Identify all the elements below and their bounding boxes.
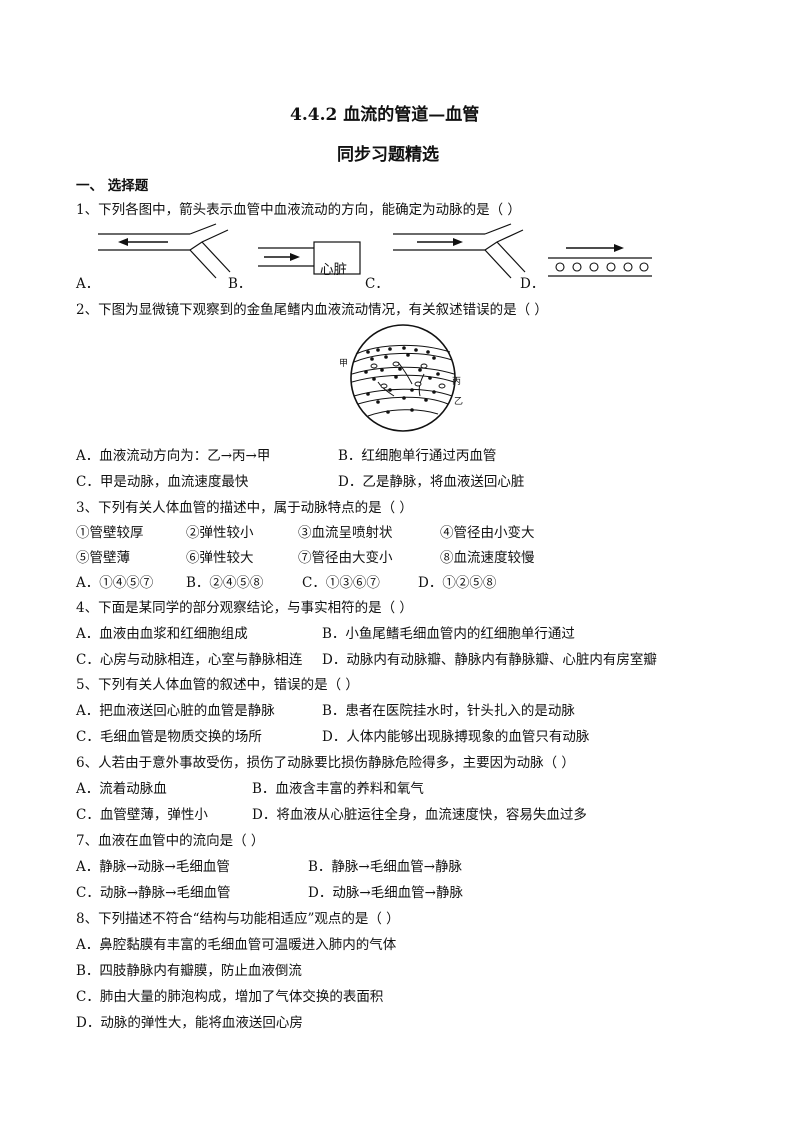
q1-heart-label: 心脏 bbox=[320, 262, 347, 278]
q1-stem: 1、下列各图中，箭头表示血管中血液流动的方向，能确定为动脉的是（ ） bbox=[76, 202, 521, 218]
page-subtitle: 同步习题精选 bbox=[337, 145, 439, 165]
q5-option-a: A．把血液送回心脏的血管是静脉 bbox=[76, 703, 275, 719]
q3-item: ⑥弹性较大 bbox=[186, 550, 254, 566]
q3-option-a: A．①④⑤⑦ bbox=[76, 575, 154, 591]
q8-option-d: D．动脉的弹性大，能将血液送回心房 bbox=[76, 1015, 303, 1031]
q2-option-d: D．乙是静脉，将血液送回心脏 bbox=[338, 474, 525, 490]
q3-item: ⑤管壁薄 bbox=[76, 550, 130, 566]
q8-option-a: A．鼻腔黏膜有丰富的毛细血管可温暖进入肺内的气体 bbox=[76, 937, 397, 953]
q5-stem: 5、下列有关人体血管的叙述中，错误的是（ ） bbox=[76, 677, 359, 693]
q1-label-c: C． bbox=[365, 276, 389, 292]
q3-option-b: B．②④⑤⑧ bbox=[186, 575, 264, 591]
q1-figure-d bbox=[548, 244, 652, 277]
q7-option-a: A．静脉→动脉→毛细血管 bbox=[76, 859, 230, 875]
q6-option-c: C．血管壁薄，弹性小 bbox=[76, 807, 208, 823]
q3-item: ①管壁较厚 bbox=[76, 525, 144, 541]
q1-figure-a bbox=[98, 223, 231, 279]
q3-item: ③血流呈喷射状 bbox=[298, 525, 393, 541]
q3-item: ⑦管径由大变小 bbox=[298, 550, 393, 566]
q6-option-d: D．将血液从心脏运往全身，血流速度快，容易失血过多 bbox=[252, 807, 587, 823]
q4-option-a: A．血液由血浆和红细胞组成 bbox=[76, 626, 248, 642]
q2-option-a: A．血液流动方向为：乙→丙→甲 bbox=[76, 448, 271, 464]
q5-option-c: C．毛细血管是物质交换的场所 bbox=[76, 729, 262, 745]
q7-option-c: C．动脉→静脉→毛细血管 bbox=[76, 885, 231, 901]
q2-option-b: B．红细胞单行通过丙血管 bbox=[338, 448, 497, 464]
q4-option-c: C．心房与动脉相连，心室与静脉相连 bbox=[76, 652, 303, 668]
q8-option-c: C．肺由大量的肺泡构成，增加了气体交换的表面积 bbox=[76, 989, 384, 1005]
q3-item: ②弹性较小 bbox=[186, 525, 254, 541]
q5-option-d: D．人体内能够出现脉搏现象的血管只有动脉 bbox=[322, 729, 590, 745]
q6-option-a: A．流着动脉血 bbox=[76, 781, 167, 797]
q2-label-jia: 甲 bbox=[339, 359, 349, 369]
q1-label-d: D． bbox=[520, 276, 545, 292]
q1-label-a: A． bbox=[76, 276, 100, 292]
q1-figure-b bbox=[258, 241, 361, 275]
q6-stem: 6、人若由于意外事故受伤，损伤了动脉要比损伤静脉危险得多，主要因为动脉（ ） bbox=[76, 755, 575, 771]
q3-item: ⑧血流速度较慢 bbox=[440, 550, 535, 566]
q1-label-b: B． bbox=[228, 276, 252, 292]
q2-stem: 2、下图为显微镜下观察到的金鱼尾鳍内血液流动情况，有关叙述错误的是（ ） bbox=[76, 302, 548, 318]
q7-option-d: D．动脉→毛细血管→静脉 bbox=[308, 885, 463, 901]
q8-option-b: B．四肢静脉内有瓣膜，防止血液倒流 bbox=[76, 963, 302, 979]
q8-stem: 8、下列描述不符合“结构与功能相适应”观点的是（ ） bbox=[76, 911, 400, 927]
q4-option-d: D．动脉内有动脉瓣、静脉内有静脉瓣、心脏内有房室瓣 bbox=[322, 652, 657, 668]
section-heading: 一、 选择题 bbox=[76, 178, 149, 194]
q2-option-c: C．甲是动脉，血流速度最快 bbox=[76, 474, 249, 490]
q1-figure-c bbox=[393, 223, 526, 279]
q3-option-c: C．①③⑥⑦ bbox=[302, 575, 380, 591]
q2-label-bing: 丙 bbox=[452, 377, 462, 387]
q7-stem: 7、血液在血管中的流向是（ ） bbox=[76, 833, 265, 849]
q3-stem: 3、下列有关人体血管的描述中，属于动脉特点的是（ ） bbox=[76, 500, 413, 516]
q4-stem: 4、下面是某同学的部分观察结论，与事实相符的是（ ） bbox=[76, 600, 413, 616]
q6-option-b: B．血液含丰富的养料和氧气 bbox=[252, 781, 424, 797]
q2-microscope-figure bbox=[350, 324, 456, 432]
q4-option-b: B．小鱼尾鳍毛细血管内的红细胞单行通过 bbox=[322, 626, 575, 642]
page-title: 4.4.2 血流的管道—血管 bbox=[290, 105, 480, 125]
q3-item: ④管径由小变大 bbox=[440, 525, 535, 541]
q5-option-b: B．患者在医院挂水时，针头扎入的是动脉 bbox=[322, 703, 575, 719]
q7-option-b: B．静脉→毛细血管→静脉 bbox=[308, 859, 463, 875]
q3-option-d: D．①②⑤⑧ bbox=[418, 575, 497, 591]
q2-label-yi: 乙 bbox=[454, 397, 464, 407]
